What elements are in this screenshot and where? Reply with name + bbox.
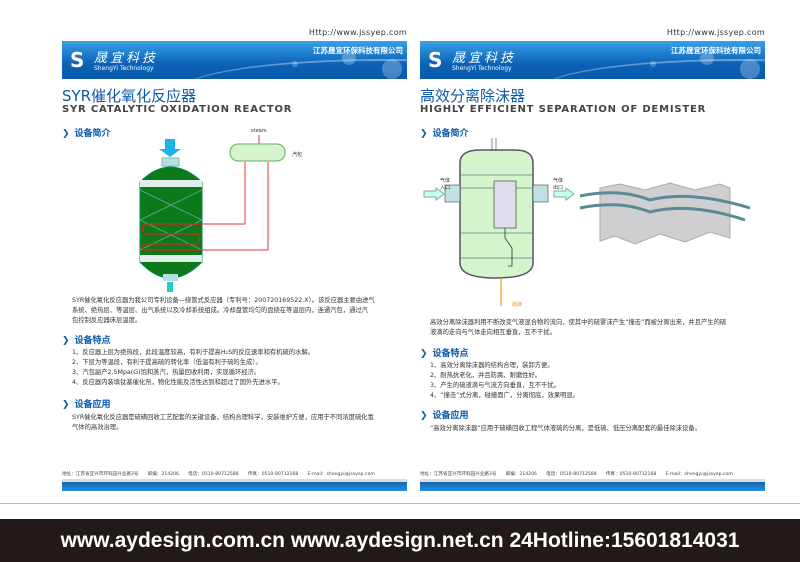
application-text: SYR催化氧化反应器是硫磺回收工艺配套的关键设备，结构合理科学，安装维护方便，应… (72, 414, 374, 431)
page-subtitle: HIGHLY EFFICIENT SEPARATION OF DEMISTER (420, 104, 707, 115)
footer-contact: 地址：江苏省宜兴市环科园兴业路3号 邮编：214206 电话：0510-8071… (420, 472, 733, 477)
reactor-diagram: steam 汽包 (139, 128, 302, 292)
company-name: 江苏晟宜环保科技有限公司 (313, 46, 403, 55)
svg-text:气体: 气体 (440, 177, 450, 184)
svg-text:硫磺: 硫磺 (512, 301, 522, 308)
logo-text: 晟宜科技 (94, 51, 159, 66)
watermark-bar: www.aydesign.com.cn www.aydesign.net.cn … (0, 519, 800, 562)
logo-icon: S (428, 48, 443, 72)
intro-text: SYR催化氧化反应器为我公司专利设备—绕管式反应器（专利号：2007201695… (72, 297, 375, 324)
section-heading-application: 设备应用 (62, 397, 111, 410)
demister-diagram: 气体 入口 气体 出口 硫磺 (423, 138, 751, 308)
logo-icon: S (70, 48, 85, 72)
outlet-arrow-icon (553, 187, 575, 201)
logo-subtext: ShengYi Technology (94, 65, 154, 72)
page-title: 高效分离除沫器 (420, 87, 526, 105)
right-page: Http://www.jssyep.com S 晟宜科技 ShengYi Tec… (420, 0, 765, 500)
header-banner: S 晟宜科技 ShengYi Technology 江苏晟宜环保科技有限公司 (62, 41, 407, 79)
logo-text: 晟宜科技 (452, 51, 517, 66)
features-list: 1、反应器上层为绝热段，此段温度较高，有利于提高H₂S的反应速率和有机硫的水解。… (72, 349, 314, 386)
svg-text:steam: steam (251, 128, 267, 134)
logo-subtext: ShengYi Technology (452, 65, 512, 72)
svg-text:入口: 入口 (440, 185, 450, 191)
svg-text:出口: 出口 (553, 184, 563, 191)
divider (0, 503, 800, 504)
application-text: “高效分离除沫器”应用于硫磺回收工程气体液硫的分离，是低硫、低压分离配套的最佳除… (430, 425, 701, 432)
section-heading-features: 设备特点 (62, 333, 111, 346)
page-title: SYR催化氧化反应器 (62, 87, 197, 105)
features-list: 1、高效分离除沫器的结构合理，装卸方便。2、耐热抗老化，并且防腐、耐磨性好。3、… (430, 362, 580, 399)
svg-text:汽包: 汽包 (292, 151, 302, 158)
section-heading-features: 设备特点 (420, 346, 469, 359)
left-page: Http://www.jssyep.com S 晟宜科技 ShengYi Tec… (62, 0, 407, 500)
inlet-arrow-icon (423, 187, 445, 201)
footer-band (62, 479, 407, 491)
section-heading-intro: 设备简介 (62, 126, 111, 139)
company-name: 江苏晟宜环保科技有限公司 (671, 46, 761, 55)
section-heading-intro: 设备简介 (420, 126, 469, 139)
intro-text: 高效分离除沫器利用不断改变气液混合物的流向，使其中的硫雾沫产生“撞击”而被分离出… (430, 319, 727, 336)
svg-text:气体: 气体 (553, 177, 563, 184)
section-heading-application: 设备应用 (420, 408, 469, 421)
footer-contact: 地址：江苏省宜兴市环科园兴业路3号 邮编：214206 电话：0510-8071… (62, 472, 375, 477)
page-subtitle: SYR CATALYTIC OXIDATION REACTOR (62, 104, 293, 115)
header-banner: S 晟宜科技 ShengYi Technology 江苏晟宜环保科技有限公司 (420, 41, 765, 79)
website-url: Http://www.jssyep.com (666, 28, 765, 37)
website-url: Http://www.jssyep.com (308, 28, 407, 37)
inlet-arrow-icon (159, 139, 181, 157)
footer-band (420, 479, 765, 491)
